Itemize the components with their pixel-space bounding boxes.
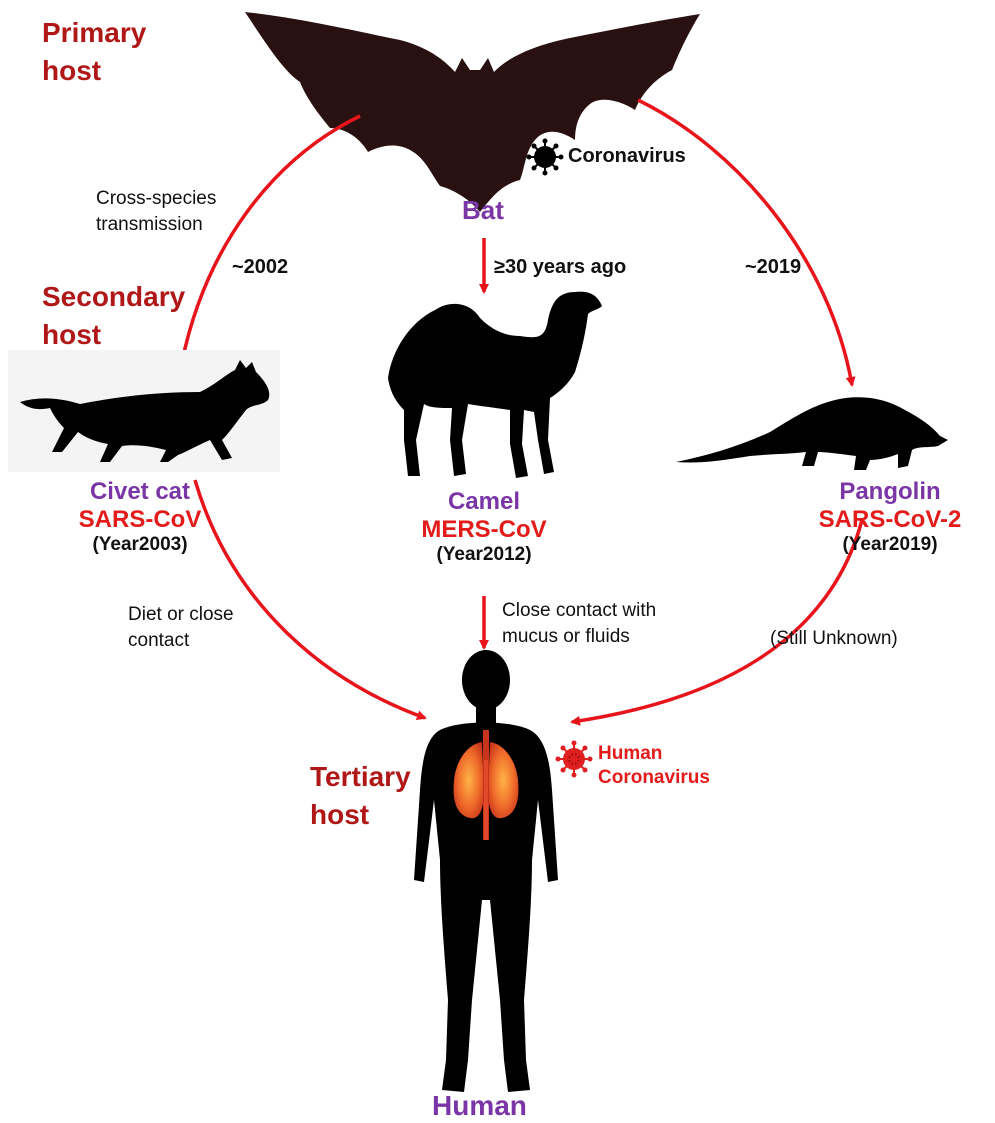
camel-icon bbox=[388, 292, 602, 478]
camel-virus: MERS-CoV bbox=[384, 516, 584, 544]
pangolin-icon bbox=[676, 397, 948, 470]
center-time-label: ≥30 years ago bbox=[494, 256, 626, 279]
pangolin-virus: SARS-CoV-2 bbox=[790, 506, 990, 534]
bat-name: Bat bbox=[462, 195, 504, 226]
bat-icon bbox=[245, 12, 700, 212]
human-icon bbox=[414, 650, 558, 1092]
camel-year: (Year2012) bbox=[384, 544, 584, 566]
arrow-bat-to-pangolin bbox=[638, 100, 852, 385]
cross-species-label: Cross-species transmission bbox=[96, 186, 216, 238]
pangolin-name: Pangolin bbox=[790, 478, 990, 506]
secondary-host-label: Secondary host bbox=[42, 278, 185, 354]
civet-name: Civet cat bbox=[40, 478, 240, 506]
arrow-bat-to-civet bbox=[182, 116, 360, 362]
diet-contact-label: Diet or close contact bbox=[128, 602, 234, 654]
human-name: Human bbox=[432, 1090, 527, 1122]
close-contact-label: Close contact with mucus or fluids bbox=[502, 598, 656, 650]
still-unknown-label: (Still Unknown) bbox=[770, 626, 898, 652]
camel-name: Camel bbox=[384, 488, 584, 516]
human-coronavirus-icon bbox=[556, 741, 593, 778]
primary-host-label: Primary host bbox=[42, 14, 146, 90]
right-year-label: ~2019 bbox=[745, 256, 801, 279]
civet-virus: SARS-CoV bbox=[40, 506, 240, 534]
left-year-label: ~2002 bbox=[232, 256, 288, 279]
pangolin-year: (Year2019) bbox=[790, 534, 990, 556]
tertiary-host-label: Tertiary host bbox=[310, 758, 411, 834]
civet-cat-icon bbox=[8, 350, 280, 472]
bat-virus-label: Coronavirus bbox=[568, 145, 686, 168]
civet-year: (Year2003) bbox=[40, 534, 240, 556]
human-virus-label: Human Coronavirus bbox=[598, 742, 710, 790]
